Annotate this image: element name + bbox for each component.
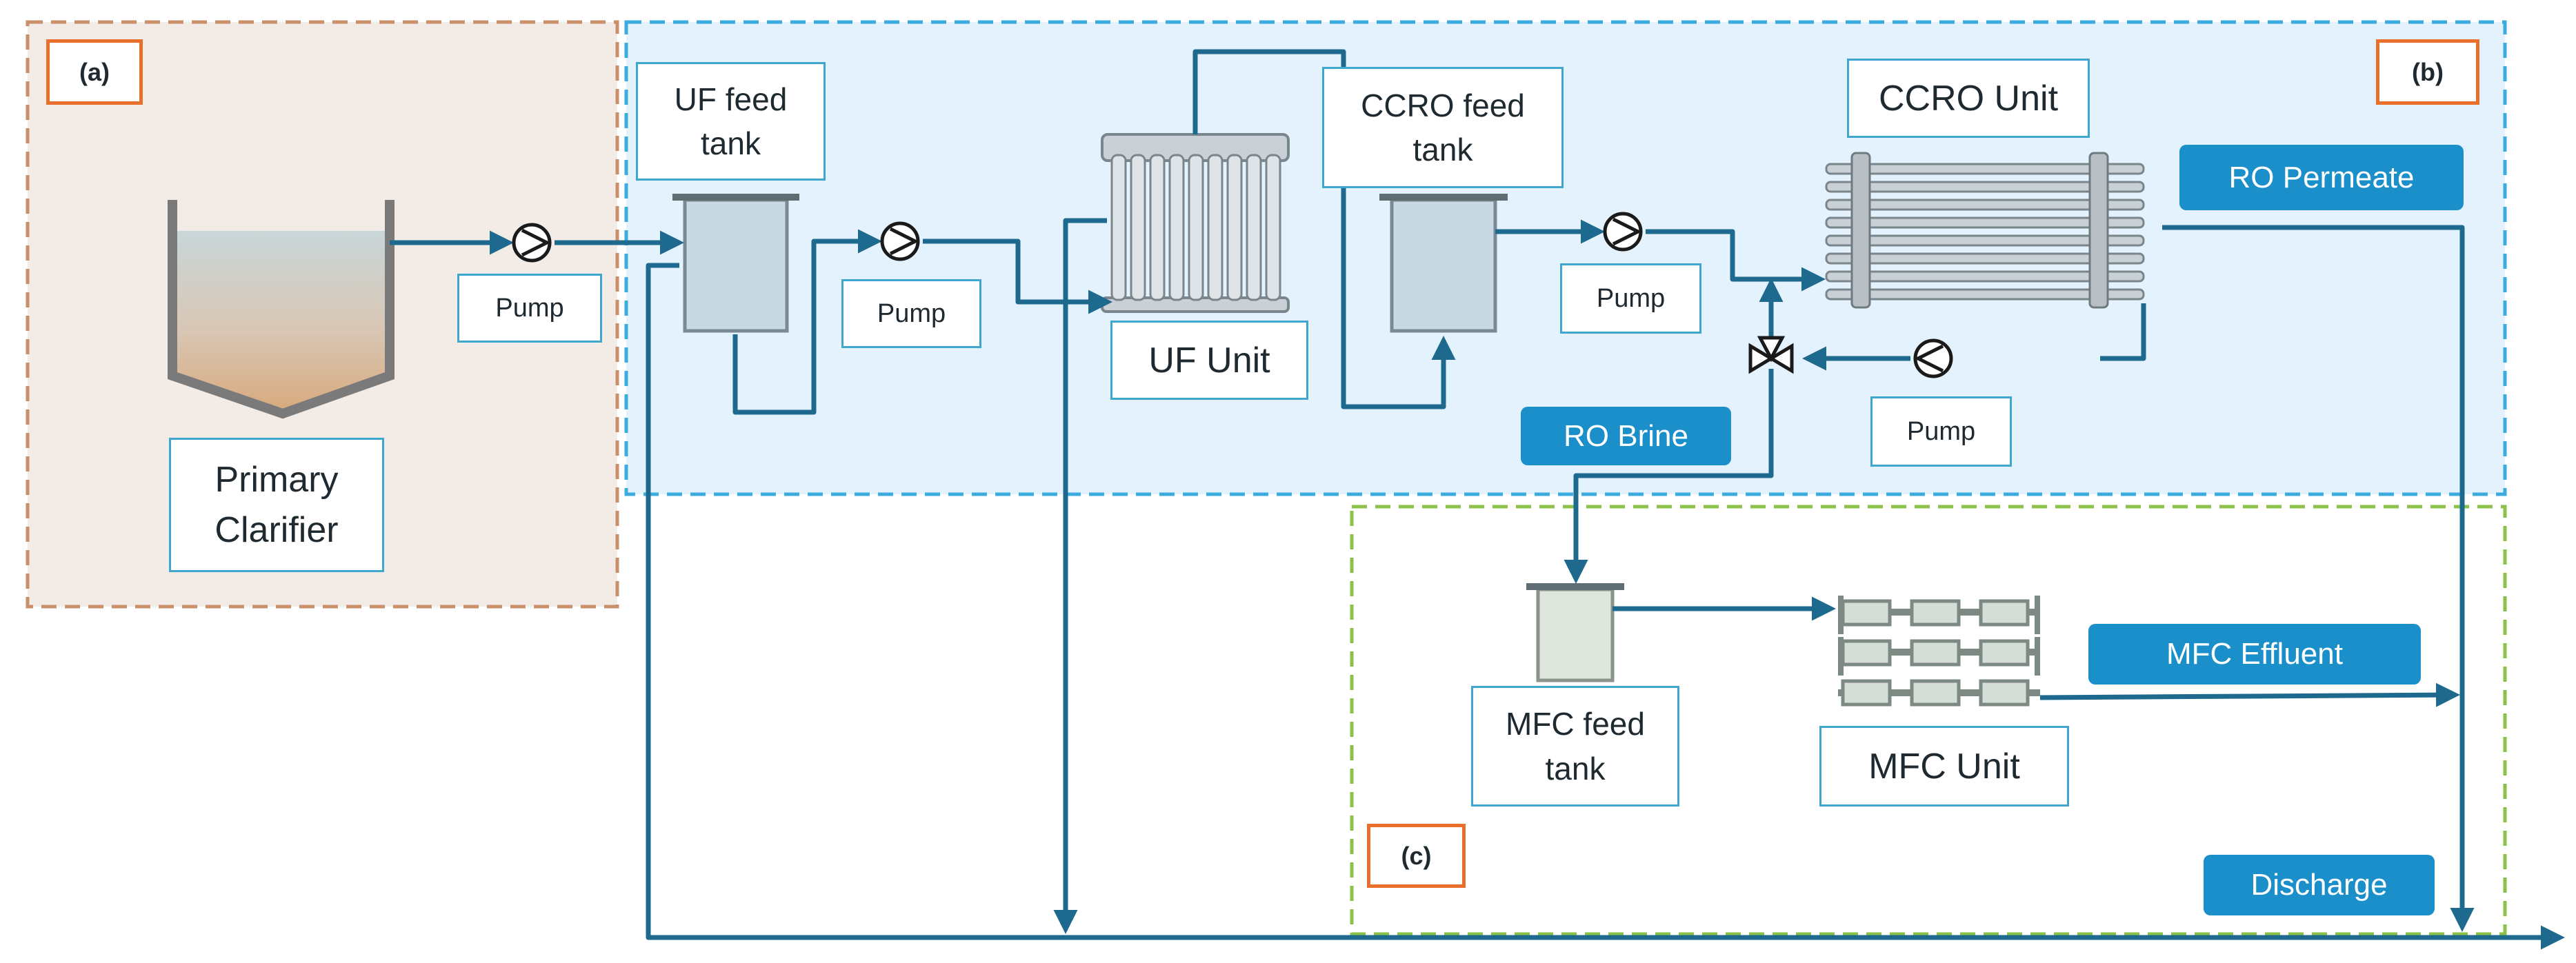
uf-feed-tank-label: UF feed tank bbox=[636, 62, 826, 181]
pipe-uf-return-down bbox=[1053, 218, 1107, 934]
zone-a-tag: (a) bbox=[46, 39, 143, 105]
pump-icon bbox=[512, 223, 552, 263]
pipe-brine-to-mfc-tank bbox=[1564, 369, 1774, 584]
clarifier-icon bbox=[168, 200, 395, 419]
pump-2-label: Pump bbox=[841, 279, 981, 348]
zone-c-mfc-treatment bbox=[1350, 505, 2507, 936]
zone-c-tag: (c) bbox=[1367, 824, 1466, 888]
ccro-membrane-icon bbox=[1825, 152, 2145, 309]
ccro-feed-tank-label: CCRO feed tank bbox=[1322, 67, 1564, 188]
pipe-uf-to-ccro-tank bbox=[1192, 49, 1456, 409]
mfc-effluent-stream-label: MFC Effluent bbox=[2088, 624, 2421, 685]
pump-icon bbox=[880, 221, 920, 261]
zone-b-tag: (b) bbox=[2376, 39, 2479, 105]
ccro-feed-tank-icon bbox=[1379, 194, 1508, 333]
valve-icon bbox=[1748, 336, 1794, 374]
pipe-network bbox=[390, 49, 2565, 950]
pump-1-label: Pump bbox=[457, 274, 602, 343]
mfc-stack-icon bbox=[1838, 596, 2040, 707]
discharge-stream-label: Discharge bbox=[2204, 855, 2435, 915]
primary-clarifier-label: Primary Clarifier bbox=[169, 438, 384, 572]
pump-3-label: Pump bbox=[1560, 263, 1701, 334]
ro-brine-stream-label: RO Brine bbox=[1521, 407, 1731, 465]
uf-feed-tank-icon bbox=[672, 194, 799, 333]
ccro-unit-label: CCRO Unit bbox=[1847, 59, 2090, 138]
mfc-unit-label: MFC Unit bbox=[1819, 726, 2069, 807]
mfc-feed-tank-icon bbox=[1526, 583, 1624, 682]
pipe-pump2-to-uf-unit bbox=[923, 239, 1112, 314]
uf-membrane-icon bbox=[1101, 133, 1290, 313]
pipe-ccro-recirc bbox=[2100, 303, 2146, 361]
uf-unit-label: UF Unit bbox=[1110, 321, 1308, 400]
pipe-uf-tank-to-pump2 bbox=[732, 229, 882, 415]
pipe-ro-permeate bbox=[2162, 225, 2475, 932]
pipe-mfc-effluent bbox=[2039, 682, 2460, 707]
pipe-bottom-discharge bbox=[646, 263, 2565, 950]
mfc-feed-tank-label: MFC feed tank bbox=[1471, 686, 1679, 807]
pump-icon bbox=[1913, 338, 1953, 378]
pump-icon bbox=[1603, 212, 1643, 252]
ro-permeate-stream-label: RO Permeate bbox=[2179, 145, 2464, 210]
pump-4-label: Pump bbox=[1870, 396, 2012, 467]
